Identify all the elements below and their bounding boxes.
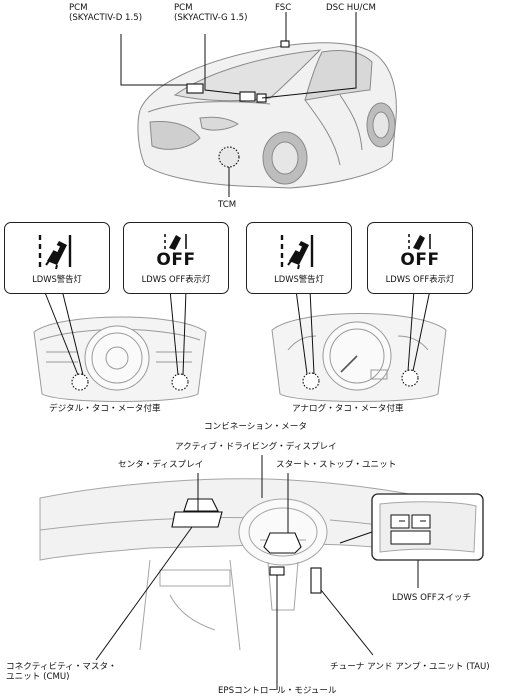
right-off-location: [401, 369, 419, 387]
center-display-label: センタ・ディスプレイ: [118, 460, 204, 470]
ldws-off-lamp-box-right: OFF LDWS OFF表示灯: [367, 222, 473, 294]
lane-departure-off-icon: OFF: [368, 231, 472, 279]
eps-label: EPSコントロール・モジュール: [218, 686, 337, 696]
lane-departure-icon: [5, 231, 109, 279]
lane-departure-icon: [247, 231, 351, 279]
lane-departure-off-icon: OFF: [124, 231, 228, 279]
active-driving-display-label: アクティブ・ドライビング・ディスプレイ: [175, 442, 337, 452]
leader-lines-bottom: [95, 455, 419, 690]
leader-lines-top: [120, 12, 357, 197]
ldws-warning-lamp-box-right: LDWS警告灯: [246, 222, 352, 294]
off-text-right: OFF: [400, 250, 440, 270]
tau-label: チューナ アンド アンプ・ユニット (TAU): [330, 662, 490, 672]
digital-cluster-caption: デジタル・タコ・メータ付車: [49, 404, 161, 414]
active-driving-display-marker: [183, 498, 219, 512]
ldws-off-switch-label: LDWS OFFスイッチ: [392, 593, 472, 603]
tcm-marker: [218, 146, 240, 168]
eps-marker: [269, 566, 285, 576]
left-warning-location: [71, 373, 89, 391]
ldws-off-switch-inset: [371, 493, 484, 561]
cluster-icon: [271, 313, 447, 402]
right-warning-location: [302, 372, 320, 390]
start-stop-unit-label: スタート・ストップ・ユニット: [276, 460, 397, 470]
combination-meter-label: コンビネーション・メータ: [204, 422, 307, 432]
left-off-location: [171, 373, 189, 391]
pcm-gasoline-marker: [239, 91, 256, 102]
ldws-off-lamp-box-left: OFF LDWS OFF表示灯: [123, 222, 229, 294]
off-text-left: OFF: [156, 250, 196, 270]
fsc-marker: [280, 40, 290, 48]
start-stop-unit-marker: [263, 532, 302, 554]
leader-lines-middle: [43, 289, 431, 376]
pcm-diesel-label: PCM (SKYACTIV-D 1.5): [69, 3, 143, 23]
dsc-label: DSC HU/CM: [326, 3, 376, 13]
ldws-warning-lamp-box-left: LDWS警告灯: [4, 222, 110, 294]
car-icon: [137, 42, 397, 189]
ldws-warning-caption-right: LDWS警告灯: [274, 274, 324, 284]
ldws-off-caption-left: LDWS OFF表示灯: [141, 274, 211, 284]
ldws-warning-caption-left: LDWS警告灯: [32, 274, 82, 284]
tau-marker: [310, 567, 322, 594]
pcm-gasoline-label: PCM (SKYACTIV-G 1.5): [174, 3, 248, 23]
center-display-marker: [171, 511, 223, 528]
pcm-diesel-marker: [186, 83, 204, 94]
ldws-off-caption-right: LDWS OFF表示灯: [385, 274, 455, 284]
fsc-label: FSC: [275, 3, 292, 13]
analog-cluster-caption: アナログ・タコ・メータ付車: [292, 404, 404, 414]
cmu-label: コネクティビティ・マスタ・ ユニット (CMU): [6, 662, 117, 682]
tcm-label: TCM: [218, 200, 237, 210]
